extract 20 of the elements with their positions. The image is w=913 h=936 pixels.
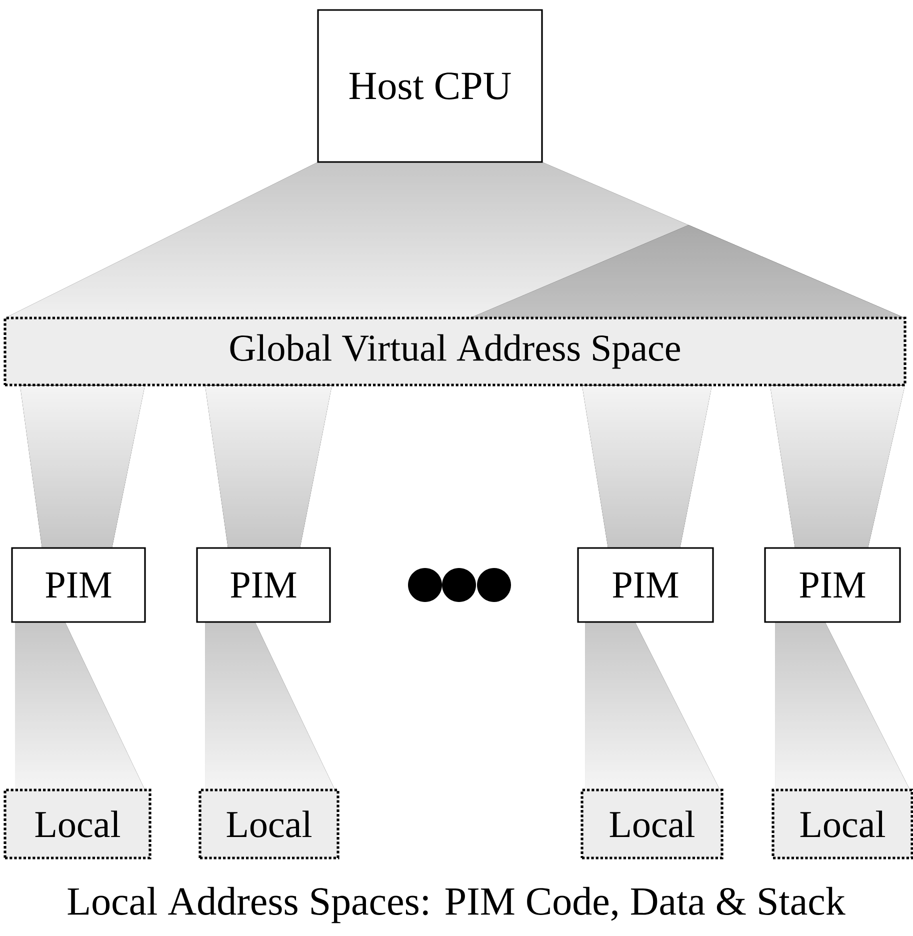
funnel-connector — [5, 162, 905, 318]
host-cpu-box: Host CPU — [317, 9, 543, 163]
funnel-connector — [15, 622, 145, 790]
funnel-connector — [585, 622, 720, 790]
funnel-connector — [775, 622, 910, 790]
funnel-connector — [205, 385, 332, 548]
local-box: Local — [772, 788, 913, 860]
funnel-connector — [770, 385, 905, 548]
pim-box: PIM — [764, 547, 901, 623]
funnel-connector — [205, 622, 335, 790]
caption-text: Local Address Spaces: PIM Code, Data & Stack — [68, 886, 846, 924]
address-space-band: Global Virtual Address Space — [4, 316, 906, 386]
local-box: Local — [580, 788, 724, 860]
pim-box: PIM — [11, 547, 146, 623]
local-box: Local — [198, 788, 340, 860]
local-box: Local — [4, 788, 152, 860]
pim-box: PIM — [196, 547, 331, 623]
pim-box: PIM — [577, 547, 714, 623]
funnel-connector — [582, 385, 712, 548]
funnel-connector — [20, 385, 145, 548]
